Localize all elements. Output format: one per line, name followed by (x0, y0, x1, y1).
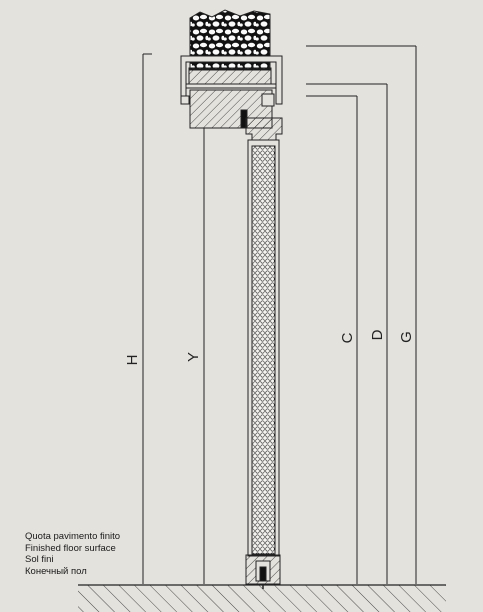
dimension-y-label: Y (185, 352, 202, 362)
dimension-h-label: H (124, 355, 141, 366)
floor-label-english: Finished floor surface (25, 542, 116, 554)
dimension-d-label: D (369, 329, 386, 340)
finished-floor (78, 584, 446, 612)
dimension-lines (142, 45, 417, 584)
dimension-g-label: G (398, 331, 415, 343)
glass-panel (247, 139, 280, 557)
dimension-c-label: C (339, 332, 356, 343)
floor-label-italian: Quota pavimento finito (25, 531, 121, 542)
bottom-shoe (245, 554, 281, 589)
floor-label-russian: Конечный пол (25, 565, 87, 577)
finished-floor-label: Quota pavimento finito Finished floor su… (25, 531, 120, 577)
floor-label-french: Sol fini (25, 554, 54, 565)
